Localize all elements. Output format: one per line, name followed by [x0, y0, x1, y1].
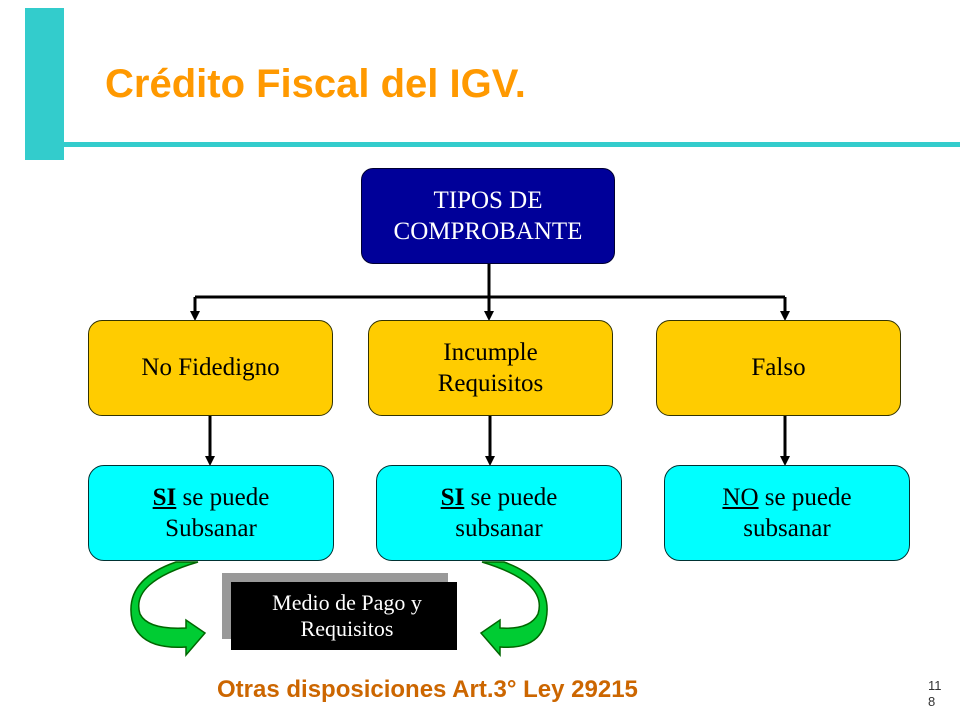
tree-connectors — [190, 264, 790, 466]
curved-arrow-right-icon — [479, 561, 548, 658]
note-line1: Medio de Pago y — [272, 589, 422, 615]
category-incumple-requisitos: Incumple Requisitos — [368, 320, 613, 416]
result-line1: SI se puede — [153, 482, 270, 513]
result-rest: se puede — [464, 483, 558, 511]
slide-title: Crédito Fiscal del IGV. — [105, 62, 526, 106]
category-label: Falso — [751, 354, 806, 382]
result-line1: SI se puede — [441, 482, 558, 513]
result-line1: NO se puede — [722, 482, 851, 513]
result-rest: se puede — [758, 483, 852, 511]
root-node-line1: TIPOS DE — [433, 186, 543, 214]
result-rest: se puede — [176, 483, 270, 511]
category-label-line2: Requisitos — [437, 370, 544, 397]
footer-reference: Otras disposiciones Art.3° Ley 29215 — [217, 676, 638, 703]
result-line2: subsanar — [743, 515, 831, 542]
result-line2: subsanar — [455, 515, 543, 542]
root-node-line2: COMPROBANTE — [393, 218, 583, 245]
result-line2: Subsanar — [165, 515, 257, 542]
accent-line — [25, 142, 960, 147]
note-line2: Requisitos — [300, 616, 394, 641]
result-si-subsanar-middle: SI se puede subsanar — [376, 465, 622, 561]
result-no-subsanar-right: NO se puede subsanar — [664, 465, 910, 561]
result-keyword: SI — [152, 483, 177, 511]
category-label: No Fidedigno — [141, 354, 280, 382]
result-keyword: NO — [722, 483, 759, 511]
category-label-line1: Incumple — [443, 338, 538, 366]
curved-arrow-left-icon — [130, 561, 207, 658]
result-keyword: SI — [440, 483, 465, 511]
result-si-subsanar-left: SI se puede Subsanar — [88, 465, 334, 561]
accent-bar — [25, 8, 64, 160]
root-node-tipos-de-comprobante: TIPOS DE COMPROBANTE — [361, 168, 615, 264]
category-no-fidedigno: No Fidedigno — [88, 320, 333, 416]
page-number: 118 — [928, 678, 942, 709]
note-medio-de-pago: Medio de Pago y Requisitos — [231, 582, 457, 650]
category-falso: Falso — [656, 320, 901, 416]
